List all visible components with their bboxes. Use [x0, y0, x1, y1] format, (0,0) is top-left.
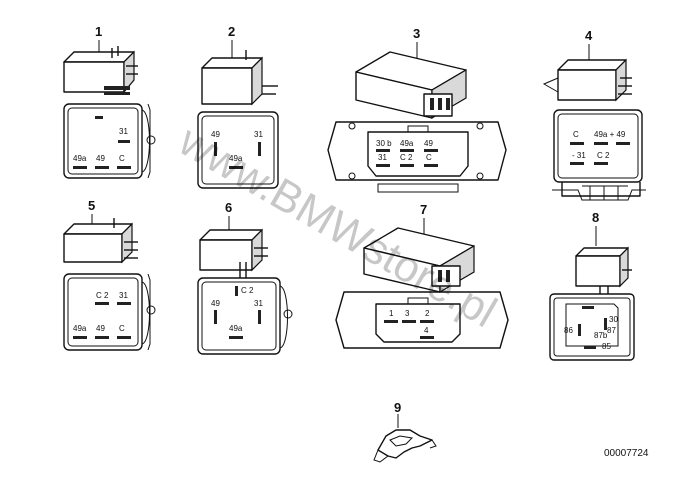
- terminal-label: 3: [405, 309, 410, 318]
- terminal-label: C: [119, 154, 125, 163]
- terminal-label: 31: [378, 153, 387, 162]
- terminal-label: C: [119, 324, 125, 333]
- terminal-label: 49: [96, 324, 105, 333]
- part-number-8: 8: [592, 210, 599, 225]
- relay-part-1[interactable]: 1 31 49a 49 C: [63, 24, 156, 179]
- terminal-label: 30 b: [376, 139, 392, 148]
- part-number-7: 7: [420, 202, 427, 217]
- terminal-label: 1: [389, 309, 394, 318]
- part-number-1: 1: [95, 24, 102, 39]
- terminal-label: C 2: [241, 286, 254, 295]
- part-number-3: 3: [413, 26, 420, 41]
- terminal-label: 31: [254, 299, 263, 308]
- terminal-label: 49a + 49: [594, 130, 626, 139]
- terminal-label: 87b: [594, 331, 608, 340]
- bracket-part-9[interactable]: 9: [373, 400, 437, 463]
- terminal-label: 49: [96, 154, 105, 163]
- terminal-label: 31: [254, 130, 263, 139]
- watermark-text: www.BMWstore.pl: [170, 116, 504, 337]
- terminal-label: 49: [211, 299, 220, 308]
- terminal-label: C 2: [597, 151, 610, 160]
- terminal-label: 49: [424, 139, 433, 148]
- part-number-5: 5: [88, 198, 95, 213]
- terminal-label: 2: [425, 309, 430, 318]
- relay-part-4[interactable]: 4 C 49a + 49 - 31 C 2: [542, 28, 646, 201]
- terminal-label: 31: [119, 291, 128, 300]
- terminal-label: 87: [607, 326, 616, 335]
- terminal-label: 49a: [73, 154, 87, 163]
- terminal-label: C 2: [400, 153, 413, 162]
- terminal-label: 49a: [400, 139, 414, 148]
- part-number-9: 9: [394, 400, 401, 415]
- relay-part-3[interactable]: 3 30 b 49a 49 31 C 2 C: [327, 26, 507, 193]
- part-number-6: 6: [225, 200, 232, 215]
- terminal-label: - 31: [572, 151, 586, 160]
- terminal-label: C: [426, 153, 432, 162]
- terminal-label: 85: [602, 342, 611, 351]
- terminal-label: 86: [564, 326, 573, 335]
- terminal-label: 49: [211, 130, 220, 139]
- relay-part-6[interactable]: 6 C 2 49 31 49a: [197, 200, 293, 355]
- part-number-2: 2: [228, 24, 235, 39]
- terminal-label: 49a: [229, 154, 243, 163]
- terminal-label: 49a: [229, 324, 243, 333]
- reference-code: 00007724: [604, 448, 649, 459]
- relay-part-2[interactable]: 2 49 31 49a: [197, 24, 279, 189]
- terminal-label: 30: [609, 315, 618, 324]
- terminal-label: 49a: [73, 324, 87, 333]
- part-number-4: 4: [585, 28, 593, 43]
- terminal-label: C: [573, 130, 579, 139]
- terminal-label: C 2: [96, 291, 109, 300]
- relay-part-8[interactable]: 8 30 87 86 87b 85: [549, 210, 635, 361]
- relay-part-5[interactable]: 5 C 2 31 49a 49 C: [63, 198, 156, 351]
- terminal-label: 4: [424, 326, 429, 335]
- relay-part-7[interactable]: 7 1 3 2 4: [335, 202, 509, 349]
- terminal-label: 31: [119, 127, 128, 136]
